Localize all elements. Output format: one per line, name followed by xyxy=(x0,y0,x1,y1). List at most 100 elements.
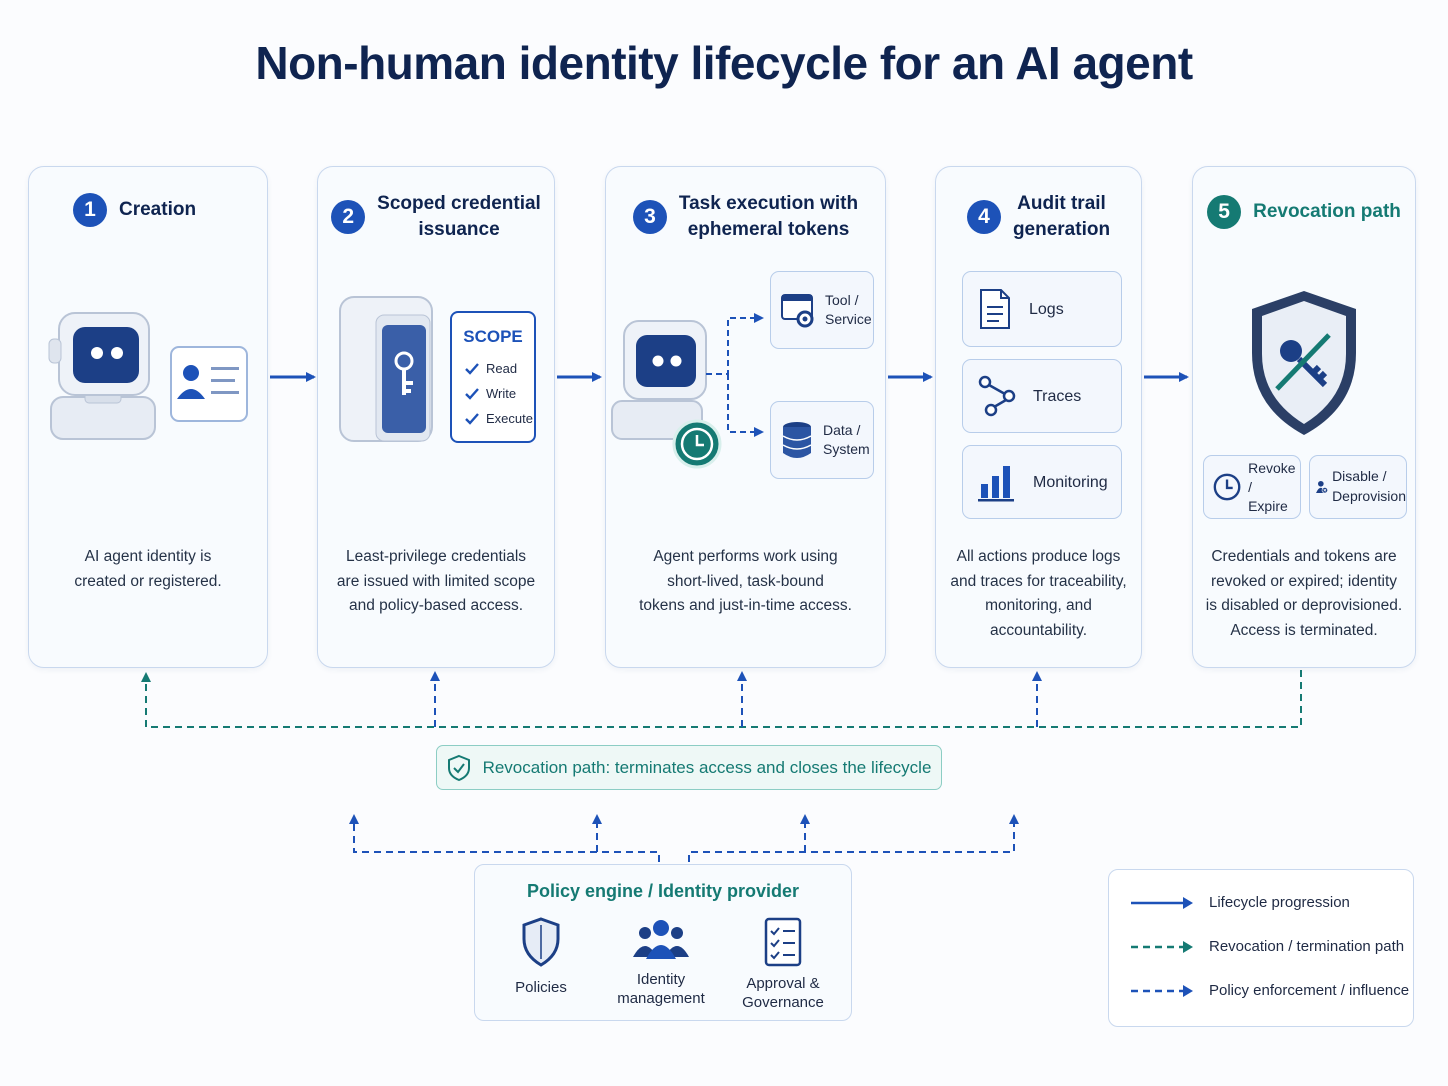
tool-service-card: Tool / Service xyxy=(770,271,874,349)
stage-description-line: Least-privilege credentials xyxy=(345,548,527,565)
banner-text: Revocation path: terminates access and c… xyxy=(482,757,932,777)
scope-item: Write xyxy=(486,386,517,401)
document-icon xyxy=(980,289,1010,329)
stage-description-line: All actions produce logs xyxy=(956,548,1121,565)
audit-item-label: Traces xyxy=(1033,387,1082,405)
vault-key-icon xyxy=(339,296,433,442)
revocation-banner: Revocation path: terminates access and c… xyxy=(436,745,942,790)
stage-number: 4 xyxy=(966,200,1001,234)
revocation-label: Disable / xyxy=(1332,468,1387,484)
revocation-path xyxy=(141,670,1302,728)
stage-number: 2 xyxy=(331,200,366,234)
audit-item-traces: Traces xyxy=(962,359,1122,433)
tool-service-icon xyxy=(781,294,814,328)
scope-title: SCOPE xyxy=(463,327,523,346)
policy-item-label: Policies xyxy=(515,979,567,996)
revocation-label: Deprovision xyxy=(1332,488,1406,504)
stage-description-line: created or registered. xyxy=(74,572,222,590)
solid-arrow-icon xyxy=(1131,896,1193,909)
stage-title: issuance xyxy=(418,219,500,240)
target-label: Data / xyxy=(823,422,861,438)
trace-graph-icon xyxy=(978,375,1016,417)
revocation-branches xyxy=(430,671,1042,727)
checklist-icon xyxy=(764,917,802,967)
stage-description-line: and policy-based access. xyxy=(348,597,524,614)
data-system-card: Data / System xyxy=(770,401,874,479)
clock-icon xyxy=(1213,473,1241,501)
audit-item-label: Monitoring xyxy=(1033,473,1108,491)
page-title: Non-human identity lifecycle for an AI a… xyxy=(255,37,1193,89)
revoke-expire-card: Revoke / Expire xyxy=(1203,455,1301,519)
policy-engine-title: Policy engine / Identity provider xyxy=(526,881,800,901)
policy-item-policies: Policies xyxy=(481,917,601,997)
stage-task-execution: 3 Task execution with ephemeral tokens T… xyxy=(605,166,886,668)
check-icon xyxy=(465,412,479,425)
stage-number: 3 xyxy=(632,200,667,234)
scope-item: Execute xyxy=(486,411,533,426)
policy-item-label: Governance xyxy=(742,994,824,1011)
dashed-teal-arrow-icon xyxy=(1131,940,1193,953)
audit-item-label: Logs xyxy=(1029,300,1064,318)
legend-label: Lifecycle progression xyxy=(1209,894,1350,911)
legend-item-revocation: Revocation / termination path xyxy=(1129,938,1404,955)
legend-label: Revocation / termination path xyxy=(1209,938,1405,955)
legend-item-policy: Policy enforcement / influence xyxy=(1129,982,1409,999)
target-label: Tool / xyxy=(825,292,859,308)
stage-number: 1 xyxy=(73,193,107,227)
legend-item-lifecycle: Lifecycle progression xyxy=(1129,894,1350,911)
clock-timer-icon xyxy=(672,419,722,469)
target-label: Service xyxy=(825,311,872,327)
stage-credential-issuance: 2 Scoped credential issuance SCOPE Read … xyxy=(317,166,555,668)
stage-title: Revocation path xyxy=(1253,201,1401,222)
scope-card: SCOPE Read Write Execute xyxy=(450,311,536,443)
stage-description-line: are issued with limited scope xyxy=(336,572,536,590)
policy-item-label: management xyxy=(617,990,705,1007)
stage-description-line: Credentials and tokens are xyxy=(1211,548,1397,565)
stage-title: ephemeral tokens xyxy=(687,219,850,240)
stage-title: Creation xyxy=(119,199,197,220)
target-label: System xyxy=(823,441,870,457)
check-icon xyxy=(465,362,479,375)
dashed-blue-arrow-icon xyxy=(1131,984,1193,997)
database-icon xyxy=(782,422,812,458)
audit-item-logs: Logs xyxy=(962,271,1122,347)
policy-engine-box: Policy engine / Identity provider Polici… xyxy=(474,864,852,1021)
stage-title: Task execution with xyxy=(678,193,859,214)
stage-description-line: revoked or expired; identity xyxy=(1210,572,1398,590)
revoked-key-shield-icon xyxy=(1252,291,1356,435)
revocation-label: Revoke / xyxy=(1248,459,1296,495)
shield-icon xyxy=(522,917,560,967)
shield-check-icon xyxy=(447,754,470,781)
stage-description-line: tokens and just-in-time access. xyxy=(639,597,852,614)
check-icon xyxy=(465,387,479,400)
disable-deprovision-card: Disable / Deprovision xyxy=(1309,455,1407,519)
legend-label: Policy enforcement / influence xyxy=(1209,982,1410,999)
audit-item-monitoring: Monitoring xyxy=(962,445,1122,519)
stage-revocation: 5 Revocation path Revoke / Expire Disable… xyxy=(1192,166,1416,668)
stage-title: generation xyxy=(1012,219,1111,240)
stage-description-line: Access is terminated. xyxy=(1230,621,1378,639)
robot-agent-icon xyxy=(48,312,156,440)
legend: Lifecycle progression Revocation / termi… xyxy=(1108,869,1414,1027)
stage-description-line: is disabled or deprovisioned. xyxy=(1205,597,1403,614)
people-icon xyxy=(633,920,689,959)
id-card-icon xyxy=(170,346,248,422)
stage-description-line: monitoring, and accountability. xyxy=(985,597,1092,639)
stage-description-line: short-lived, task-bound xyxy=(667,572,824,590)
policy-item-identity: Identity management xyxy=(601,917,721,1008)
stage-number: 5 xyxy=(1207,195,1242,229)
stage-audit-trail: 4 Audit trail generation Logs Traces Mon… xyxy=(935,166,1142,668)
stage-creation: 1 Creation AI agent identity is created … xyxy=(28,166,268,668)
stage-description-line: and traces for traceability, xyxy=(950,572,1127,590)
stage-description-line: Agent performs work using xyxy=(653,548,838,565)
stage-title: Scoped credential xyxy=(377,193,541,214)
policy-influence-lines xyxy=(349,814,1019,862)
stage-title: Audit trail xyxy=(1017,193,1106,214)
revocation-label: Expire xyxy=(1248,497,1288,514)
policy-item-label: Approval & xyxy=(746,975,820,992)
scope-item: Read xyxy=(486,361,518,376)
bar-chart-icon xyxy=(978,466,1014,502)
user-disable-icon xyxy=(1316,480,1328,494)
stage-description-line: AI agent identity is xyxy=(84,548,212,565)
policy-item-label: Identity xyxy=(636,971,686,988)
